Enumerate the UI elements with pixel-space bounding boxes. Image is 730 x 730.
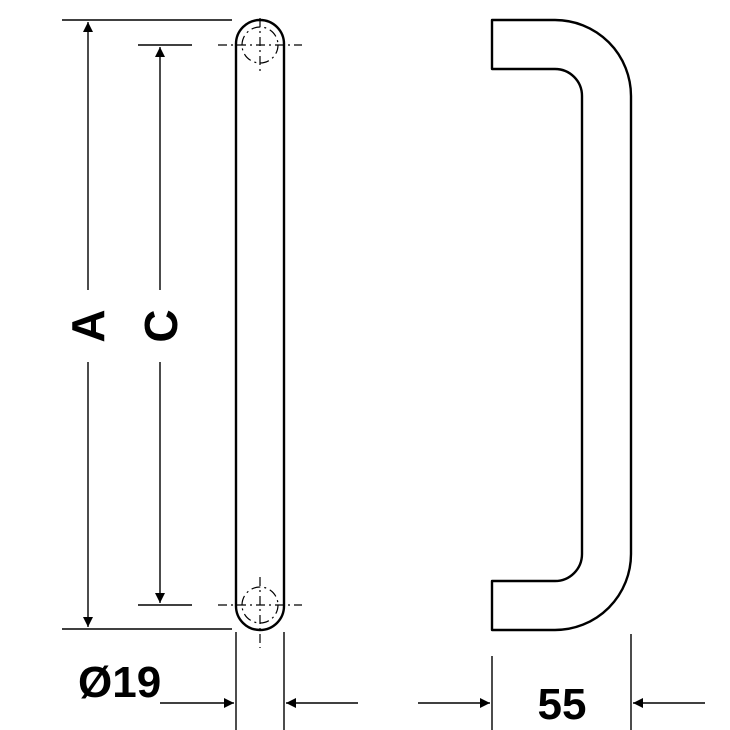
side-view-handle xyxy=(490,18,633,632)
dimension-c-label: C xyxy=(135,309,187,342)
dimension-diameter: Ø19 xyxy=(78,632,358,730)
front-view-handle xyxy=(218,18,302,648)
diameter-label: Ø19 xyxy=(78,658,161,707)
dimension-c: C xyxy=(135,44,192,606)
u-handle-profile xyxy=(490,18,633,632)
handle-bar-outline xyxy=(234,18,286,632)
projection-label: 55 xyxy=(538,680,587,729)
dimension-projection: 55 xyxy=(418,634,705,730)
dimension-a: A xyxy=(62,19,232,630)
dimension-a-label: A xyxy=(62,309,114,342)
